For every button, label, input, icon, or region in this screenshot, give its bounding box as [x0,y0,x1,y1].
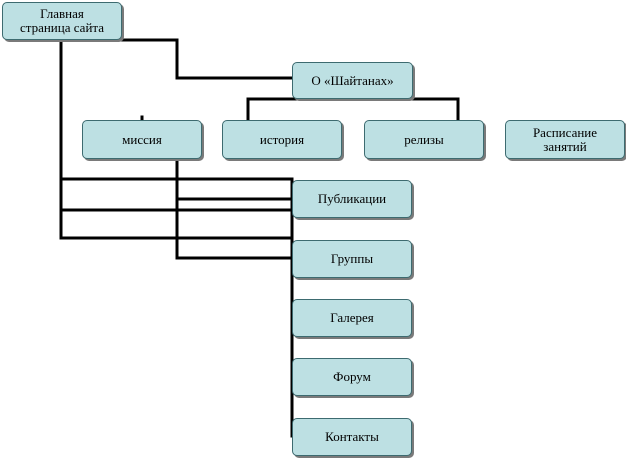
node-mission: миссия [82,120,202,159]
connector-home-about [120,38,294,80]
node-publications: Публикации [292,180,412,218]
node-history: история [222,120,342,159]
node-gallery: Галерея [292,299,412,337]
node-home-page: Главная страница сайта [2,2,122,40]
connector-home-trunk [59,38,294,240]
node-contacts: Контакты [292,418,412,456]
node-forum: Форум [292,358,412,396]
node-schedule: Расписание занятий [505,120,625,159]
connector-mission-trunk [175,157,294,260]
node-groups: Группы [292,240,412,278]
node-about: О «Шайтанах» [292,62,413,99]
node-releases: релизы [364,120,484,159]
